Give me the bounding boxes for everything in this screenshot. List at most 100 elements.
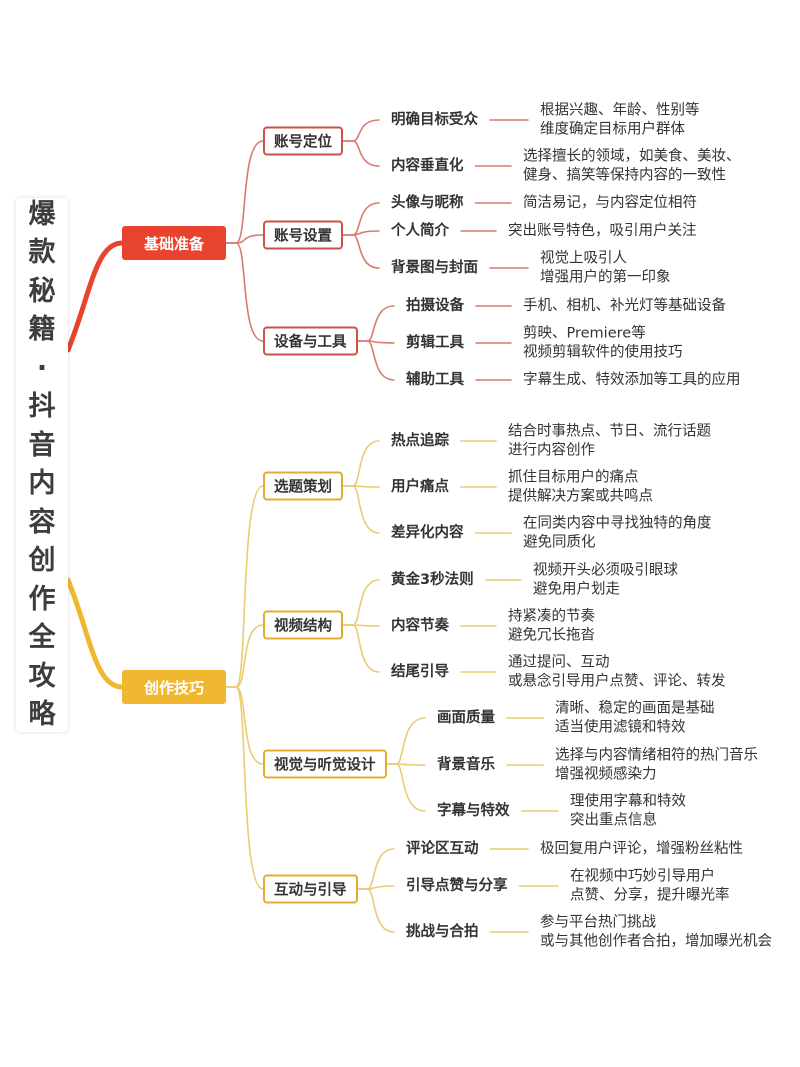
subtopic-node: 明确目标受众 [391, 112, 478, 128]
subtopic-line [342, 440, 380, 487]
detail-text: 结合时事热点、节日、流行话题进行内容创作 [508, 423, 711, 460]
detail-line-text: 健身、搞笑等保持内容的一致性 [523, 167, 726, 183]
detail-line-text: 视觉上吸引人 [540, 250, 627, 267]
detail-line-text: 视频开头必须吸引眼球 [533, 562, 678, 579]
topic-node: 视觉与听觉设计 [263, 749, 387, 779]
topic-node: 账号定位 [263, 126, 343, 156]
title-char: 略 [28, 699, 56, 730]
subtopic-line [342, 234, 380, 269]
subtopic-line [342, 140, 380, 167]
subtopic-line [356, 888, 395, 933]
root-branch-line [65, 577, 125, 690]
detail-text: 视觉上吸引人增强用户的第一印象 [540, 250, 671, 287]
subtopic-node: 拍摄设备 [406, 298, 464, 314]
detail-line-text: 点赞、分享，提升曝光率 [570, 887, 730, 903]
detail-line-text: 增强用户的第一印象 [540, 269, 671, 285]
detail-line-text: 或悬念引导用户点赞、评论、转发 [508, 673, 726, 689]
branch-line [225, 686, 264, 890]
subtopic-line [356, 848, 395, 890]
detail-line-text: 参与平台热门挑战 [540, 914, 656, 931]
subtopic-node: 引导点赞与分享 [406, 878, 508, 894]
subtopic-line [356, 305, 395, 342]
subtopic-node: 内容垂直化 [391, 158, 464, 174]
title-char: · [36, 352, 48, 384]
detail-line-text: 视频剪辑软件的使用技巧 [523, 344, 683, 360]
detail-line-text: 清晰、稳定的画面是基础 [555, 700, 715, 717]
subtopic-line [385, 763, 426, 812]
subtopic-node: 字幕与特效 [437, 803, 510, 819]
subtopic-node: 结尾引导 [391, 664, 449, 680]
detail-text: 极回复用户评论，增强粉丝粘性 [540, 840, 743, 859]
subtopic-line [342, 119, 380, 142]
detail-line-text: 或与其他创作者合拍，增加曝光机会 [540, 933, 772, 949]
subtopic-node: 挑战与合拍 [406, 924, 479, 940]
subtopic-node: 个人简介 [391, 223, 449, 239]
detail-line-text: 抓住目标用户的痛点 [508, 469, 639, 486]
detail-line-text: 增强视频感染力 [555, 766, 657, 782]
subtopic-node: 评论区互动 [406, 841, 479, 857]
detail-line-text: 通过提问、互动 [508, 654, 610, 671]
subtopic-line [342, 579, 380, 626]
detail-line-text: 提供解决方案或共鸣点 [508, 488, 653, 504]
detail-text: 选择擅长的领域，如美食、美妆、健身、搞笑等保持内容的一致性 [523, 148, 741, 185]
detail-text: 突出账号特色，吸引用户关注 [508, 222, 697, 241]
detail-text: 在视频中巧妙引导用户点赞、分享，提升曝光率 [570, 868, 730, 905]
title-char: 创 [28, 545, 56, 576]
topic-node: 互动与引导 [263, 874, 358, 904]
subtopic-node: 热点追踪 [391, 433, 449, 449]
title-char: 音 [28, 429, 56, 461]
detail-line-text: 在视频中巧妙引导用户 [570, 868, 715, 885]
detail-line-text: 维度确定目标用户群体 [540, 121, 685, 137]
detail-line-text: 避免用户划走 [533, 581, 620, 597]
subtopic-node: 黄金3秒法则 [391, 572, 474, 588]
title-char: 容 [28, 506, 56, 538]
branch-line [225, 140, 264, 244]
title-char: 款 [28, 237, 56, 268]
title-char: 籍 [28, 314, 56, 345]
detail-line-text: 选择与内容情绪相符的热门音乐 [555, 747, 758, 764]
detail-line-text: 避免同质化 [523, 534, 596, 550]
title-char: 抖 [28, 391, 56, 422]
detail-line-text: 适当使用滤镜和特效 [555, 719, 686, 735]
title-char: 内 [28, 468, 56, 499]
branch-line [225, 242, 264, 342]
detail-line-text: 突出重点信息 [570, 812, 657, 828]
detail-text: 根据兴趣、年龄、性别等维度确定目标用户群体 [540, 102, 700, 139]
subtopic-line [342, 624, 380, 673]
title-char: 爆 [28, 198, 56, 230]
root-branch-line [65, 240, 125, 353]
detail-text: 理使用字幕和特效突出重点信息 [570, 793, 686, 830]
subtopic-line [342, 202, 380, 236]
detail-line-text: 突出账号特色，吸引用户关注 [508, 222, 697, 239]
detail-text: 清晰、稳定的画面是基础适当使用滤镜和特效 [555, 700, 715, 737]
detail-text: 通过提问、互动或悬念引导用户点赞、评论、转发 [508, 654, 726, 691]
title-char: 秘 [28, 275, 56, 307]
topic-node: 视频结构 [263, 610, 343, 640]
detail-line-text: 简洁易记，与内容定位相符 [523, 194, 697, 211]
subtopic-line [342, 485, 380, 534]
subtopic-node: 剪辑工具 [406, 335, 464, 351]
subtopic-node: 头像与昵称 [391, 195, 464, 211]
subtopic-node: 背景音乐 [437, 757, 495, 773]
branch-line [225, 234, 264, 244]
detail-text: 视频开头必须吸引眼球避免用户划走 [533, 562, 678, 599]
detail-text: 持紧凑的节奏避免冗长拖沓 [508, 608, 595, 645]
title-char: 全 [28, 622, 56, 653]
subtopic-node: 内容节奏 [391, 618, 449, 634]
detail-text: 字幕生成、特效添加等工具的应用 [523, 371, 741, 390]
detail-line-text: 理使用字幕和特效 [570, 793, 686, 810]
detail-line-text: 避免冗长拖沓 [508, 627, 595, 643]
topic-node: 设备与工具 [263, 326, 358, 356]
detail-line-text: 结合时事热点、节日、流行话题 [508, 423, 711, 440]
subtopic-line [356, 340, 395, 381]
title-char: 作 [28, 583, 56, 615]
detail-text: 手机、相机、补光灯等基础设备 [523, 297, 726, 316]
subtopic-node: 背景图与封面 [391, 260, 478, 276]
branch-line [225, 485, 264, 688]
topic-node: 账号设置 [263, 220, 343, 250]
subtopic-node: 辅助工具 [406, 372, 464, 388]
detail-line-text: 字幕生成、特效添加等工具的应用 [523, 371, 741, 388]
mindmap-title: 爆款秘籍·抖音内容创作全攻略 [16, 198, 68, 732]
detail-text: 剪映、Premiere等视频剪辑软件的使用技巧 [523, 325, 683, 362]
